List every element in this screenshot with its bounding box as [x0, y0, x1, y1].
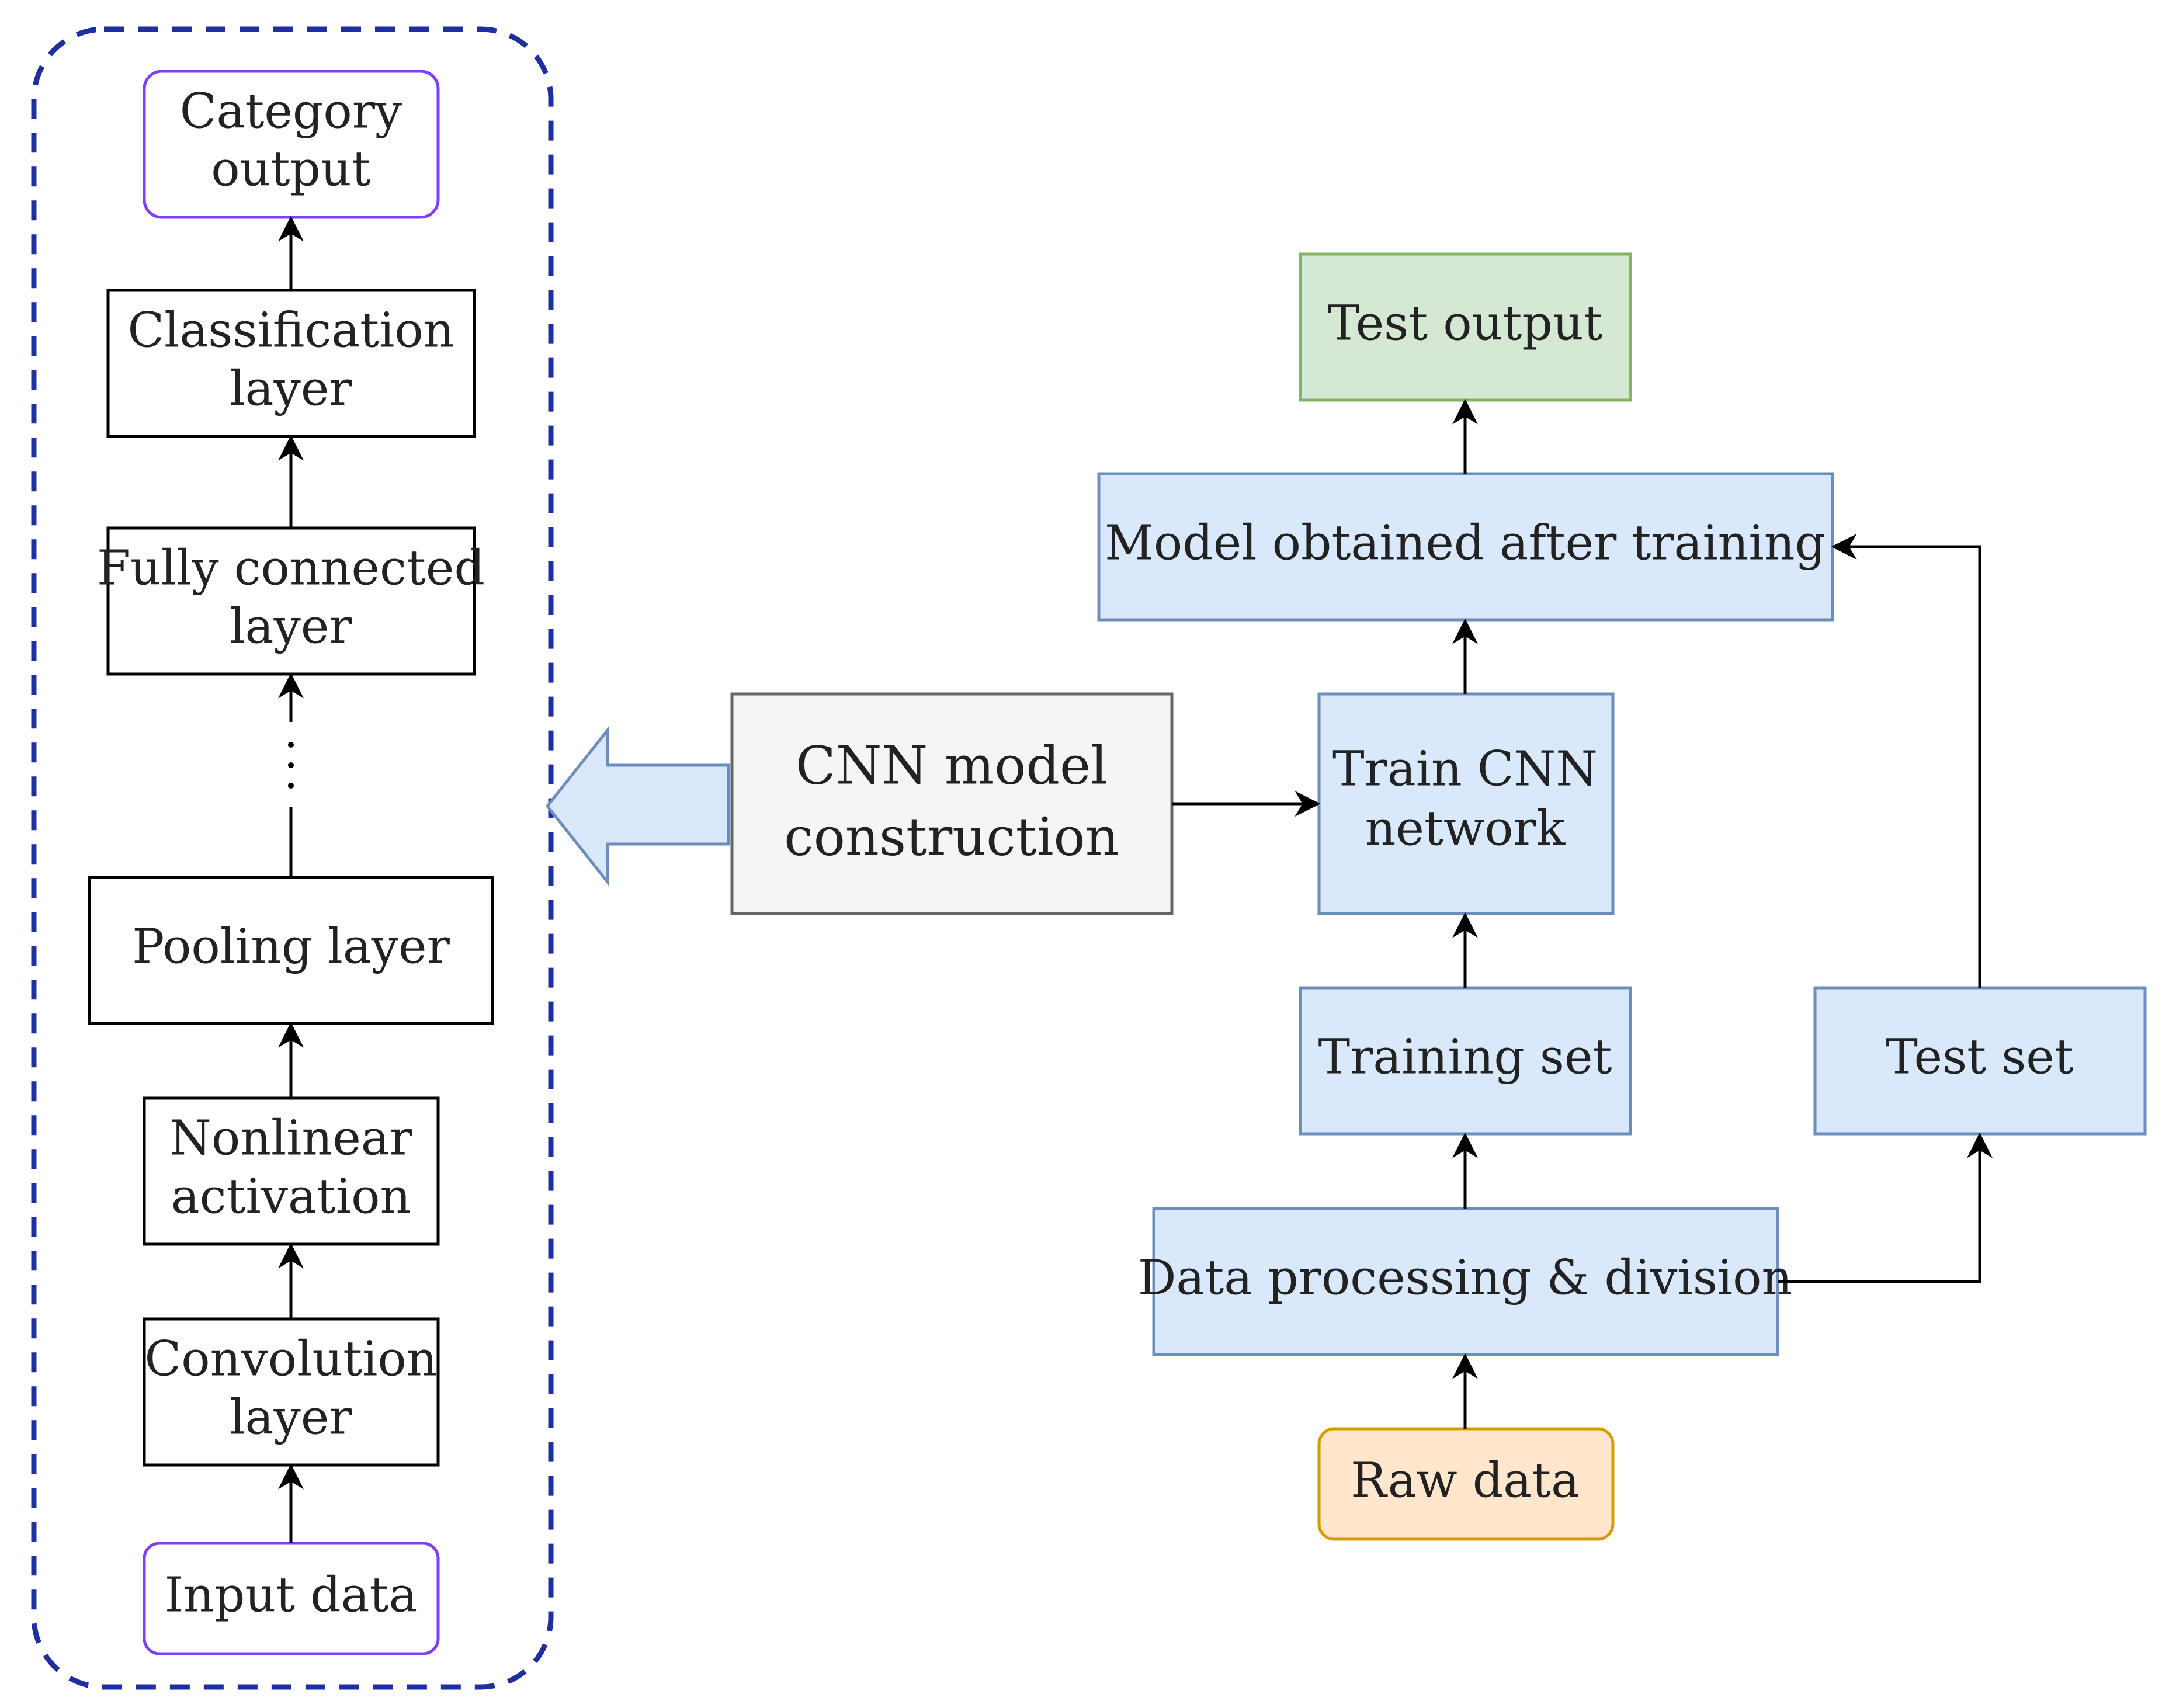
- arrow-test-set-to-model: [1831, 534, 1981, 988]
- fully-connected-layer-label-line2: layer: [230, 599, 352, 655]
- cnn-model-construction-label-line1: CNN model: [796, 735, 1108, 796]
- model-obtained-node: Model obtained after training: [1097, 472, 1834, 622]
- raw-data-label: Raw data: [1351, 1453, 1580, 1509]
- category-output-label-line1: Category: [180, 84, 402, 140]
- test-output-label: Test output: [1327, 296, 1602, 352]
- classification-layer-label-line1: Classification: [127, 303, 454, 359]
- train-cnn-network-label-line2: network: [1365, 801, 1566, 857]
- arrow-processing-to-test-set: [1778, 1132, 1993, 1283]
- training-set-node: Training set: [1299, 986, 1632, 1136]
- nonlinear-activation-label-line1: Nonlinear: [169, 1111, 413, 1167]
- fully-connected-layer-node: Fully connected layer: [97, 526, 485, 676]
- train-cnn-network-label-line1: Train CNN: [1332, 742, 1598, 797]
- convolution-layer-node: Convolution layer: [143, 1317, 440, 1467]
- test-set-node: Test set: [1813, 986, 2147, 1136]
- classification-layer-label-line2: layer: [230, 362, 352, 417]
- nonlinear-activation-label-line2: activation: [171, 1169, 411, 1225]
- convolution-layer-label-line2: layer: [230, 1390, 352, 1446]
- cnn-architecture-dashed-border: [31, 26, 554, 1690]
- train-cnn-network-node: Train CNN network: [1317, 692, 1615, 915]
- data-processing-node: Data processing & division: [1138, 1207, 1793, 1356]
- fully-connected-layer-label-line1: Fully connected: [97, 541, 485, 596]
- input-data-label: Input data: [165, 1568, 418, 1623]
- cnn-model-construction-node: CNN model construction: [730, 692, 1174, 915]
- test-set-label: Test set: [1886, 1030, 2074, 1085]
- test-output-node: Test output: [1299, 252, 1632, 402]
- data-processing-label: Data processing & division: [1138, 1251, 1793, 1306]
- ellipsis-dots: [288, 742, 294, 789]
- pooling-layer-node: Pooling layer: [88, 876, 494, 1025]
- category-output-label-line2: output: [211, 142, 370, 197]
- raw-data-node: Raw data: [1317, 1427, 1615, 1541]
- pooling-layer-label: Pooling layer: [132, 919, 450, 975]
- model-obtained-label: Model obtained after training: [1105, 516, 1826, 571]
- convolution-layer-label-line1: Convolution: [144, 1332, 437, 1387]
- classification-layer-node: Classification layer: [106, 289, 476, 438]
- nonlinear-activation-node: Nonlinear activation: [143, 1096, 440, 1246]
- input-data-node: Input data: [143, 1542, 440, 1655]
- category-output-node: Category output: [143, 70, 440, 219]
- cnn-model-construction-label-line2: construction: [784, 806, 1119, 867]
- block-arrow-left: [545, 725, 730, 887]
- training-set-label: Training set: [1318, 1030, 1612, 1085]
